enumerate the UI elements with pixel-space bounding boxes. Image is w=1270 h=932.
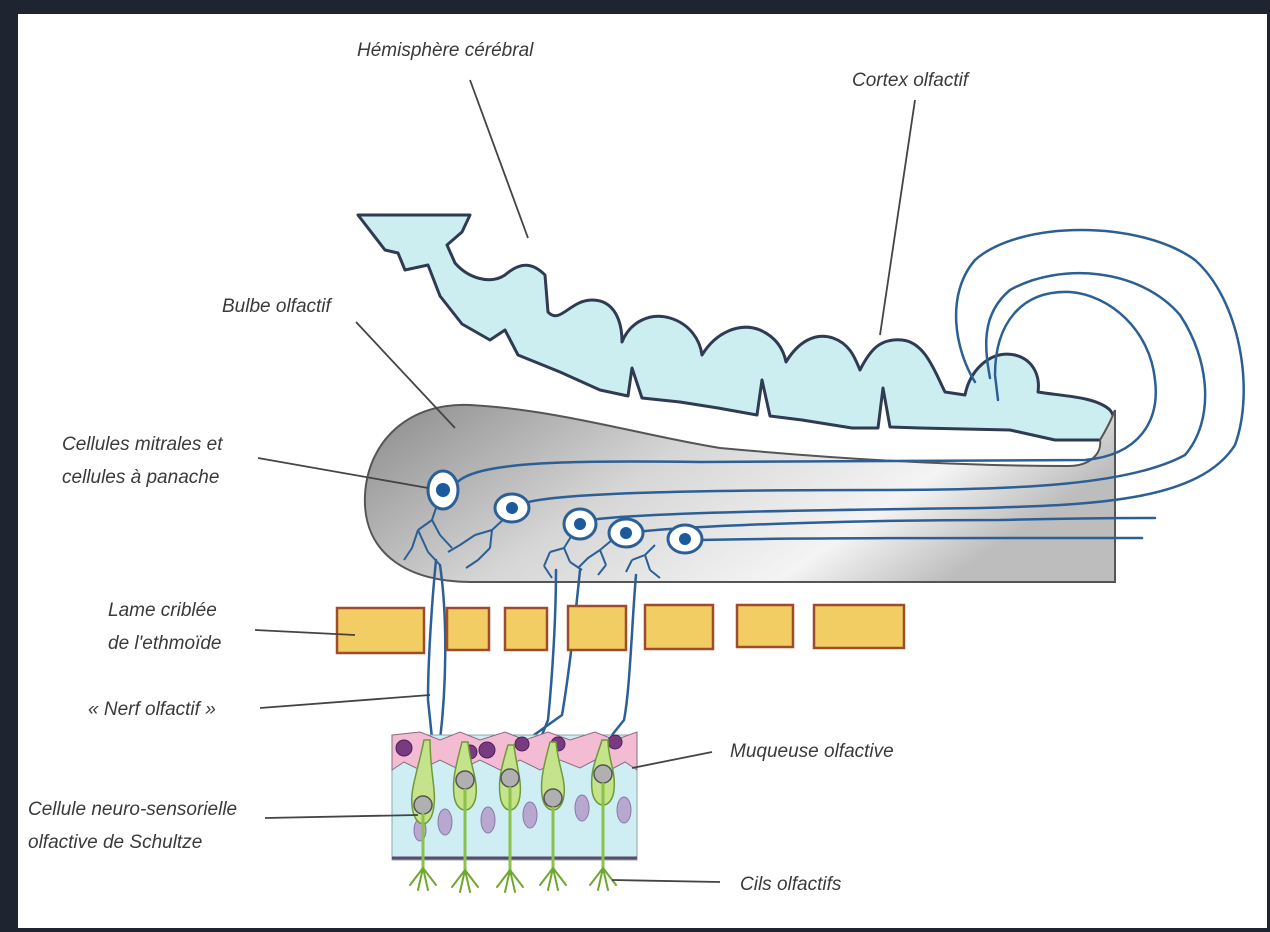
label-lame-line1: Lame criblée xyxy=(108,600,217,621)
label-lame-line2: de l'ethmoïde xyxy=(108,633,221,654)
label-nerf: « Nerf olfactif » xyxy=(88,699,216,720)
label-mitrales-line1: Cellules mitrales et xyxy=(62,434,223,455)
label-mitrales-line2: cellules à panache xyxy=(62,467,219,488)
label-bulbe: Bulbe olfactif xyxy=(222,296,333,317)
label-muqueuse: Muqueuse olfactive xyxy=(730,741,894,762)
cribriform-plate xyxy=(337,605,904,653)
label-cellule-line2: olfactive de Schultze xyxy=(28,832,202,853)
label-cils: Cils olfactifs xyxy=(740,874,842,895)
label-cellule-line1: Cellule neuro-sensorielle xyxy=(28,799,237,820)
label-hemisphere: Hémisphère cérébral xyxy=(357,40,534,61)
label-cortex: Cortex olfactif xyxy=(852,70,970,91)
